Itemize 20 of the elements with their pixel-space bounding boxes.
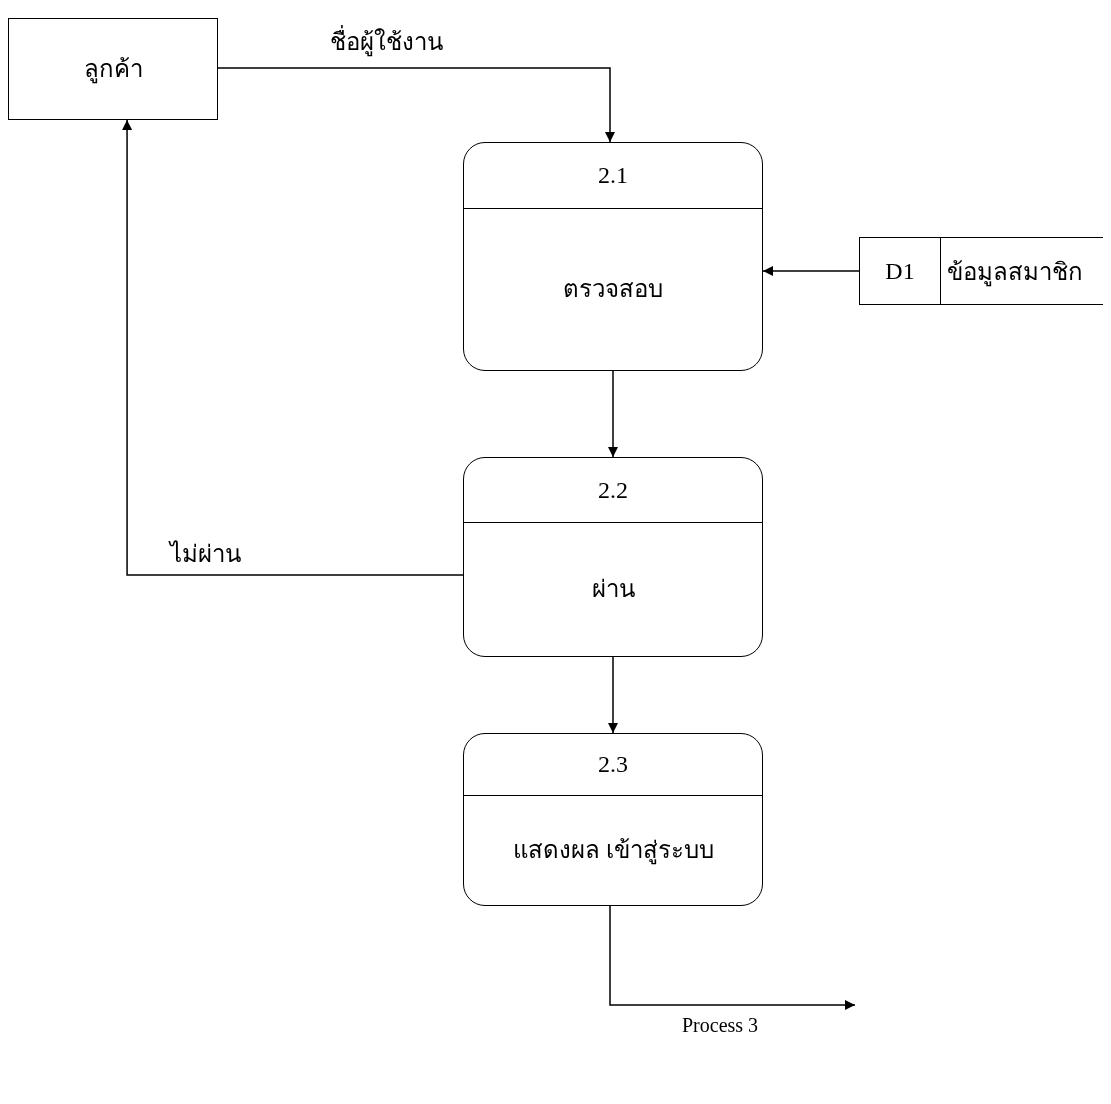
process-box xyxy=(463,733,763,906)
process-name: ตรวจสอบ xyxy=(563,275,663,305)
arrow xyxy=(122,119,464,576)
arrow xyxy=(609,905,856,1010)
entity-label: ลูกค้า xyxy=(83,54,143,86)
process-number: 2.2 xyxy=(598,475,628,505)
process-number: 2.1 xyxy=(598,161,628,191)
process-name: แสดงผล เข้าสู่ระบบ xyxy=(512,836,714,867)
store-name: ข้อมูลสมาชิก xyxy=(946,257,1084,289)
arrow xyxy=(762,266,860,276)
process-name: ผ่าน xyxy=(591,575,635,605)
process-box xyxy=(463,142,763,371)
process-number: 2.3 xyxy=(598,750,628,780)
data-store xyxy=(859,237,1103,305)
store-id: D1 xyxy=(885,256,915,286)
process-box xyxy=(463,457,763,657)
arrow xyxy=(608,370,618,458)
external-entity-box xyxy=(8,18,218,120)
arrow xyxy=(217,67,615,143)
arrow xyxy=(608,656,618,734)
